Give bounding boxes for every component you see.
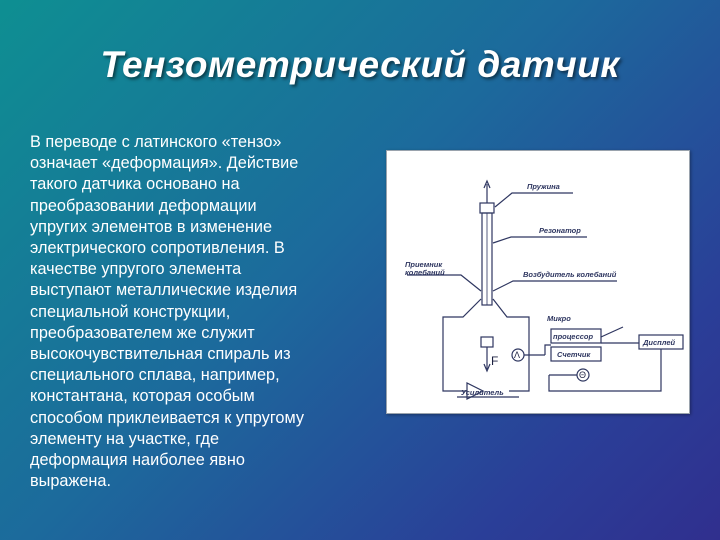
- label-micro-line1: Микро: [547, 314, 571, 323]
- body-line: элементу на участке, где: [30, 429, 220, 448]
- body-line: электрического сопротивления. В: [30, 239, 285, 258]
- body-line: качестве упругого элемента: [30, 260, 242, 279]
- lambda-symbol: Λ: [514, 350, 520, 360]
- exciter-leader: [492, 280, 617, 292]
- theta-symbol: Θ: [579, 370, 586, 380]
- label-counter: Счетчик: [557, 350, 591, 359]
- resonator-leader: [492, 236, 587, 244]
- micro-leader: [600, 326, 624, 338]
- label-display: Дисплей: [642, 338, 675, 347]
- body-line: специальной конструкции,: [30, 302, 231, 321]
- micro-processor-box: [550, 328, 602, 344]
- force-arrow: [483, 363, 491, 373]
- label-exciter: Возбудитель колебаний: [523, 270, 617, 279]
- exciter-wire: [492, 298, 530, 392]
- body-line: упругих элементов в изменение: [30, 217, 273, 236]
- spring-block: [479, 202, 495, 214]
- sensor-diagram: Пружина Резонатор Приемник колебаний Воз…: [386, 150, 690, 414]
- label-force: F: [491, 354, 498, 368]
- slide-title: Тензометрический датчик: [100, 44, 620, 85]
- body-line: означает «деформация». Действие: [30, 154, 299, 173]
- body-line: преобразовании деформации: [30, 196, 257, 215]
- diagram-svg: Пружина Резонатор Приемник колебаний Воз…: [405, 179, 684, 400]
- receiver-leader: [407, 274, 482, 292]
- receiver-wire: [442, 298, 482, 392]
- body-line: способом приклеивается к упругому: [30, 408, 304, 427]
- label-receiver-line2: колебаний: [405, 268, 445, 277]
- body-line: выступают металлические изделия: [30, 281, 298, 300]
- body-line: В переводе с латинского «тензо»: [30, 133, 282, 151]
- label-receiver-line1: Приемник: [405, 260, 443, 269]
- label-resonator: Резонатор: [539, 226, 581, 235]
- bottom-block: [480, 336, 494, 348]
- top-arrow: [483, 179, 491, 189]
- amplifier-triangle: [466, 382, 485, 400]
- display-return-wire: [548, 349, 662, 392]
- body-text: В переводе с латинского «тензо» означает…: [30, 132, 348, 492]
- label-amplifier: Усилитель: [461, 388, 504, 397]
- body-line: выражена.: [30, 472, 111, 491]
- body-line: деформация наиболее явно: [30, 451, 245, 470]
- spring-leader: [494, 192, 573, 208]
- counter-box: [550, 346, 602, 362]
- body-line: преобразователем же служит: [30, 323, 255, 342]
- body-line: константана, которая особым: [30, 387, 255, 406]
- body-line: такого датчика основано на: [30, 175, 240, 194]
- label-spring: Пружина: [527, 182, 560, 191]
- counter-feed: [544, 344, 551, 355]
- label-micro-line2: процессор: [553, 332, 593, 341]
- body-line: высокочувствительная спираль из: [30, 345, 291, 364]
- body-line: специального сплава, например,: [30, 366, 280, 385]
